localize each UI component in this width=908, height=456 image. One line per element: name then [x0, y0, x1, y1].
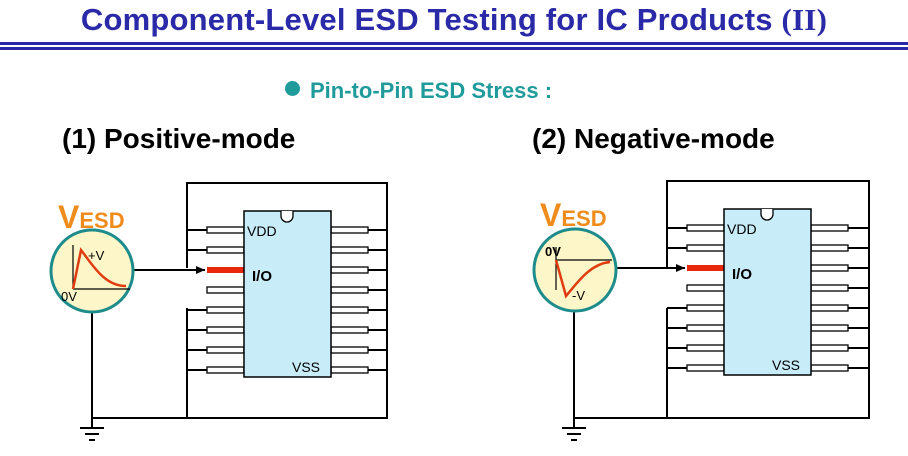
positive-io-pin [207, 267, 244, 273]
positive-mode-panel: VDD I/O VSS +V 0V VESD [49, 182, 388, 441]
negative-vdd-label: VDD [727, 221, 757, 237]
positive-pin-wires [187, 229, 387, 371]
title-text: Component-Level ESD Testing for IC Produ… [80, 2, 773, 37]
positive-pulse-zero-label: 0V [61, 289, 77, 304]
negative-vesd-main: V [540, 197, 562, 233]
negative-mode-panel: VDD I/O VSS 0V -V VESD [532, 180, 870, 441]
negative-ground-icon [562, 418, 586, 441]
negative-pulse-waveform [554, 259, 611, 299]
negative-left-pins [686, 224, 725, 372]
positive-left-pins [206, 226, 245, 374]
negative-right-pins [810, 224, 849, 372]
negative-vesd-label: VESD [540, 197, 607, 233]
negative-ground-wire [573, 312, 667, 419]
title-underline-top [0, 42, 908, 45]
positive-ground-icon [80, 418, 104, 441]
bullet-icon [285, 81, 300, 96]
positive-vesd-main: V [58, 199, 80, 235]
negative-esd-source [532, 227, 618, 313]
positive-vss-label: VSS [292, 359, 320, 375]
negative-chip-notch [760, 209, 774, 221]
positive-frame-wire [186, 182, 388, 419]
negative-pulse-zero-label: 0V [545, 244, 561, 259]
positive-ground-wire [91, 312, 187, 419]
negative-io-label: I/O [732, 266, 752, 283]
positive-pulse-axes [72, 245, 130, 290]
positive-vesd-sub: ESD [79, 208, 124, 233]
negative-io-pin [687, 265, 724, 271]
positive-vdd-label: VDD [247, 223, 277, 239]
negative-frame-wire [666, 180, 870, 419]
positive-pulse-high-label: +V [88, 248, 105, 263]
negative-mode-heading: (2) Negative-mode [532, 123, 775, 154]
negative-pin-wires [667, 227, 869, 369]
title-underline-bottom [0, 47, 908, 50]
title-roman-numeral: II [792, 2, 817, 37]
section-heading: Pin-to-Pin ESD Stress : [285, 78, 552, 104]
section-heading-text: Pin-to-Pin ESD Stress : [310, 78, 553, 103]
positive-vesd-label: VESD [58, 199, 125, 235]
negative-pulse-low-label: -V [572, 288, 585, 303]
positive-mode-heading: (1) Positive-mode [62, 123, 296, 154]
positive-io-label: I/O [252, 268, 272, 285]
positive-esd-source [49, 228, 135, 314]
positive-right-pins [330, 226, 369, 374]
positive-chip-notch [280, 211, 294, 223]
positive-pulse-waveform [71, 247, 127, 290]
negative-vss-label: VSS [772, 357, 800, 373]
negative-vesd-sub: ESD [561, 206, 606, 231]
negative-pulse-axes [555, 247, 612, 290]
page-title: Component-Level ESD Testing for IC Produ… [80, 2, 828, 37]
